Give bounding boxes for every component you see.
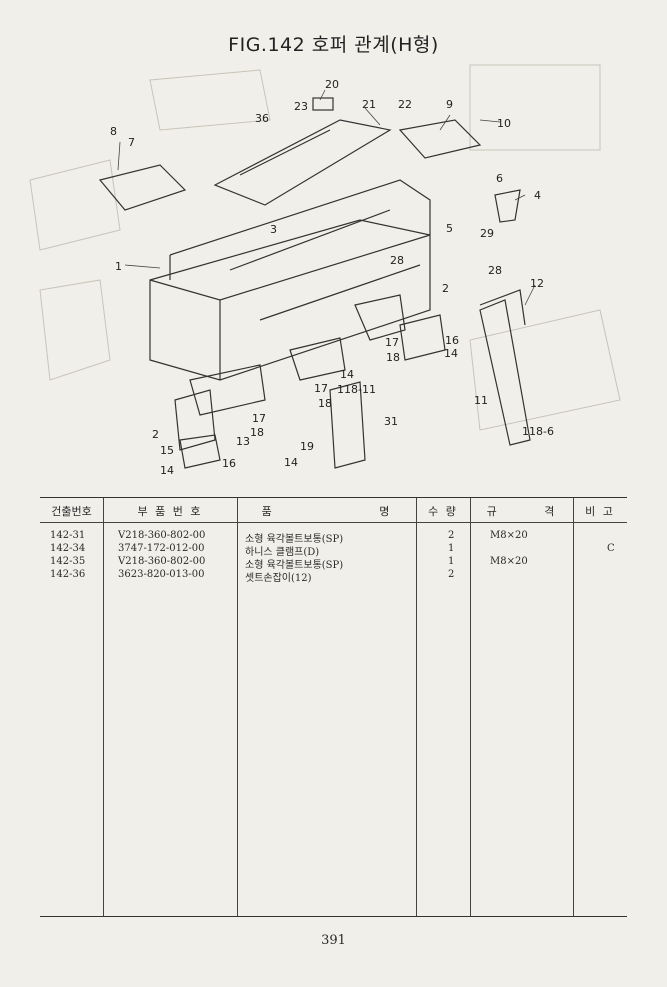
table-row: 142-34 3747-172-012-00 하니스 클램프(D) 1 C <box>40 543 627 558</box>
callout-20: 20 <box>325 78 339 91</box>
row-no: 142-35 <box>50 556 86 567</box>
header-name: 품 명 <box>261 505 392 518</box>
row-spec: M8×20 <box>490 530 528 541</box>
row-part: 3623-820-013-00 <box>118 569 205 580</box>
callout-6: 6 <box>496 172 503 185</box>
col-divider <box>573 498 574 916</box>
row-qty: 1 <box>448 543 455 554</box>
header-qty: 수 량 <box>428 505 458 518</box>
callout-9: 9 <box>446 98 453 111</box>
callout-12: 12 <box>530 277 544 290</box>
callout-29: 29 <box>480 227 494 240</box>
row-note: C <box>607 543 615 554</box>
col-divider <box>470 498 471 916</box>
callout-11: 11 <box>474 394 488 407</box>
row-qty: 1 <box>448 556 455 567</box>
callout-19: 19 <box>300 440 314 453</box>
callout-2: 2 <box>442 282 449 295</box>
row-name: 하니스 클램프(D) <box>245 547 320 558</box>
header-spec: 규 격 <box>486 505 557 518</box>
callout-14: 14 <box>444 347 458 360</box>
callout-15: 15 <box>160 444 174 457</box>
header-part: 부 품 번 호 <box>137 505 203 518</box>
header-no: 건출번호 <box>51 505 92 518</box>
callout-18c: 18 <box>250 426 264 439</box>
callout-7: 7 <box>128 136 135 149</box>
col-divider <box>237 498 238 916</box>
callout-18: 18 <box>386 351 400 364</box>
row-part: V218-360-802-00 <box>118 556 206 567</box>
header-note: 비 고 <box>585 505 615 518</box>
callout-36: 36 <box>255 112 269 125</box>
row-qty: 2 <box>448 530 455 541</box>
row-part: V218-360-802-00 <box>118 530 206 541</box>
col-divider <box>416 498 417 916</box>
row-name: 셋트손잡이(12) <box>245 573 312 584</box>
table-row: 142-35 V218-360-802-00 소형 육각볼트보통(SP) 1 M… <box>40 556 627 571</box>
callout-118-6: 118-6 <box>522 425 554 438</box>
callout-17: 17 <box>385 336 399 349</box>
callout-4: 4 <box>534 189 541 202</box>
callout-17b: 17 <box>314 382 328 395</box>
callout-8: 8 <box>110 125 117 138</box>
callout-labels: 20 23 21 22 36 8 7 9 10 6 4 1 3 5 29 28 … <box>110 78 554 477</box>
callout-21: 21 <box>362 98 376 111</box>
callout-1: 1 <box>115 260 122 273</box>
callout-10: 10 <box>497 117 511 130</box>
callout-14c: 14 <box>160 464 174 477</box>
callout-14d: 14 <box>284 456 298 469</box>
table-row: 142-31 V218-360-802-00 소형 육각볼트보통(SP) 2 M… <box>40 530 627 545</box>
col-divider <box>103 498 104 916</box>
parts-table: 건출번호 부 품 번 호 품 명 수 량 규 격 비 고 142-31 V218… <box>40 497 627 917</box>
row-name: 소형 육각볼트보통(SP) <box>245 534 344 545</box>
row-spec: M8×20 <box>490 556 528 567</box>
callout-14b: 14 <box>340 368 354 381</box>
figure-title: FIG.142 호퍼 관계(H형) <box>228 34 439 56</box>
row-no: 142-31 <box>50 530 86 541</box>
callout-3: 3 <box>270 223 277 236</box>
row-qty: 2 <box>448 569 455 580</box>
callout-16: 16 <box>445 334 459 347</box>
page-number: 391 <box>321 933 346 948</box>
callout-18b: 18 <box>318 397 332 410</box>
row-no: 142-34 <box>50 543 86 554</box>
callout-28b: 28 <box>488 264 502 277</box>
callout-28: 28 <box>390 254 404 267</box>
callout-16b: 16 <box>222 457 236 470</box>
row-name: 소형 육각볼트보통(SP) <box>245 560 344 571</box>
callout-2b: 2 <box>152 428 159 441</box>
callout-13: 13 <box>236 435 250 448</box>
table-row: 142-36 3623-820-013-00 셋트손잡이(12) 2 <box>40 569 627 584</box>
row-no: 142-36 <box>50 569 86 580</box>
row-part: 3747-172-012-00 <box>118 543 205 554</box>
callout-23: 23 <box>294 100 308 113</box>
callout-118-11: 118-11 <box>337 383 376 396</box>
callout-17c: 17 <box>252 412 266 425</box>
exploded-parts-diagram: 20 23 21 22 36 8 7 9 10 6 4 1 3 5 29 28 … <box>29 64 621 477</box>
header-rule <box>40 522 627 523</box>
callout-31: 31 <box>384 415 398 428</box>
callout-22: 22 <box>398 98 412 111</box>
callout-5: 5 <box>446 222 453 235</box>
